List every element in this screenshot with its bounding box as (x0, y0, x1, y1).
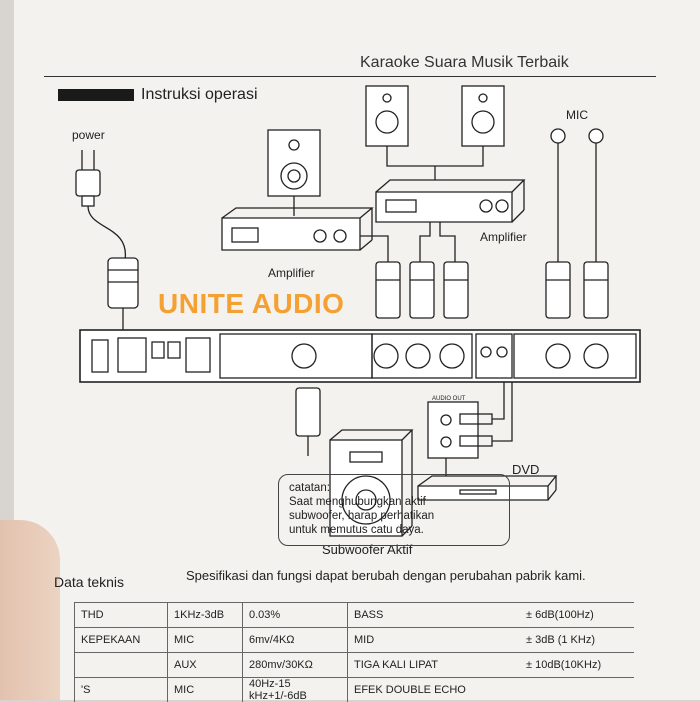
note-box: catatan: Saat menghubungkan aktif subwoo… (278, 474, 510, 546)
spec-param-value: ± 6dB(100Hz) (520, 603, 634, 628)
spec-label: THD (75, 603, 168, 628)
speaker-left-icon (268, 130, 320, 216)
spec-value: 0.03% (243, 603, 348, 628)
table-row: THD 1KHz-3dB 0.03% BASS ± 6dB(100Hz) (75, 603, 635, 628)
mic-label: MIC (566, 108, 588, 122)
mixer-panel (80, 330, 640, 382)
amplifier-right-label: Amplifier (480, 230, 527, 244)
table-row: 'S MIC 40Hz-15 kHz+1/-6dB EFEK DOUBLE EC… (75, 678, 635, 702)
spec-param: TIGA KALI LIPAT (348, 653, 521, 678)
note-line-3: untuk memutus catu daya. (289, 523, 499, 537)
spec-param-value (520, 678, 634, 702)
amplifier-left-icon (222, 208, 388, 262)
microphone-icon (551, 129, 603, 262)
subwoofer-cable (296, 388, 320, 456)
amplifier-left-label: Amplifier (268, 266, 315, 280)
spec-param: EFEK DOUBLE ECHO (348, 678, 521, 702)
spec-table: THD 1KHz-3dB 0.03% BASS ± 6dB(100Hz) KEP… (74, 602, 634, 702)
spec-param: BASS (348, 603, 521, 628)
data-teknis-notice: Spesifikasi dan fungsi dapat berubah den… (186, 568, 586, 583)
brand-watermark: UNITE AUDIO (158, 288, 344, 320)
audio-out-label: AUDIO OUT (432, 396, 465, 402)
spec-value: 40Hz-15 kHz+1/-6dB (243, 678, 348, 702)
dvd-label: DVD (512, 462, 539, 477)
note-line-2: subwoofer, harap perhatikan (289, 509, 499, 523)
table-row: AUX 280mv/30KΩ TIGA KALI LIPAT ± 10dB(10… (75, 653, 635, 678)
spec-sub: MIC (168, 678, 243, 702)
power-plug-icon (76, 150, 138, 332)
spec-param: MID (348, 628, 521, 653)
note-line-1: Saat menghubungkan aktif (289, 495, 499, 509)
spec-label: KEPEKAAN (75, 628, 168, 653)
note-heading: catatan: (289, 481, 499, 495)
spec-label: 'S (75, 678, 168, 702)
spec-value: 280mv/30KΩ (243, 653, 348, 678)
amplifier-right-icon (376, 180, 524, 262)
data-teknis-title: Data teknis (54, 574, 124, 590)
spec-param-value: ± 10dB(10KHz) (520, 653, 634, 678)
spec-value: 6mv/4KΩ (243, 628, 348, 653)
spec-sub: MIC (168, 628, 243, 653)
speakers-right-icon (366, 86, 504, 180)
spec-label (75, 653, 168, 678)
xlr-plugs-top (376, 262, 608, 318)
spec-sub: 1KHz-3dB (168, 603, 243, 628)
power-label: power (72, 128, 105, 142)
spec-param-value: ± 3dB (1 KHz) (520, 628, 634, 653)
table-row: KEPEKAAN MIC 6mv/4KΩ MID ± 3dB (1 KHz) (75, 628, 635, 653)
spec-sub: AUX (168, 653, 243, 678)
